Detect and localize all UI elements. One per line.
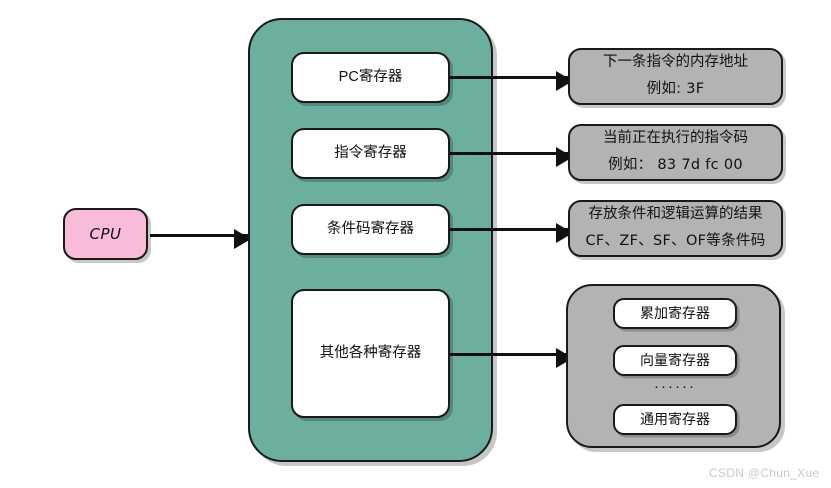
arrow-cpu-to-registers: [150, 228, 251, 249]
sub-register-box-accumulator: 累加寄存器: [613, 298, 737, 329]
description-box-condition-code: 存放条件和逻辑运算的结果 CF、ZF、SF、OF等条件码: [568, 200, 783, 257]
register-label-pc: PC寄存器: [338, 68, 403, 85]
register-box-other: 其他各种寄存器: [291, 289, 450, 418]
register-label-other: 其他各种寄存器: [319, 344, 422, 361]
description-instruction-line2: 例如： 83 7d fc 00: [608, 157, 743, 173]
description-condition-code-line2: CF、ZF、SF、OF等条件码: [585, 233, 766, 249]
description-box-pc: 下一条指令的内存地址 例如: 3F: [568, 48, 783, 105]
description-pc-line2: 例如: 3F: [646, 81, 705, 97]
arrow-other-to-group: [450, 347, 573, 368]
watermark: CSDN @Chun_Xue: [709, 466, 820, 480]
sub-register-box-vector: 向量寄存器: [613, 345, 737, 376]
sub-register-label-accumulator: 累加寄存器: [640, 305, 710, 322]
arrow-instruction-to-description: [450, 146, 573, 167]
description-box-instruction: 当前正在执行的指令码 例如： 83 7d fc 00: [568, 124, 783, 181]
description-instruction-line1: 当前正在执行的指令码: [603, 130, 748, 147]
register-box-pc: PC寄存器: [291, 52, 450, 103]
register-label-instruction: 指令寄存器: [334, 144, 407, 161]
sub-register-box-general-purpose: 通用寄存器: [613, 404, 737, 435]
register-box-condition-code: 条件码寄存器: [291, 204, 450, 255]
cpu-label: CPU: [89, 224, 122, 243]
register-label-condition-code: 条件码寄存器: [327, 220, 414, 237]
description-condition-code-line1: 存放条件和逻辑运算的结果: [588, 206, 763, 223]
arrow-pc-to-description: [450, 70, 573, 91]
ellipsis-label: ······: [654, 378, 696, 395]
description-pc-line1: 下一条指令的内存地址: [603, 54, 748, 71]
arrow-condition-code-to-description: [450, 222, 573, 243]
cpu-box: CPU: [63, 208, 148, 260]
sub-register-label-general-purpose: 通用寄存器: [640, 411, 710, 428]
sub-register-label-vector: 向量寄存器: [640, 352, 710, 369]
register-box-instruction: 指令寄存器: [291, 128, 450, 179]
